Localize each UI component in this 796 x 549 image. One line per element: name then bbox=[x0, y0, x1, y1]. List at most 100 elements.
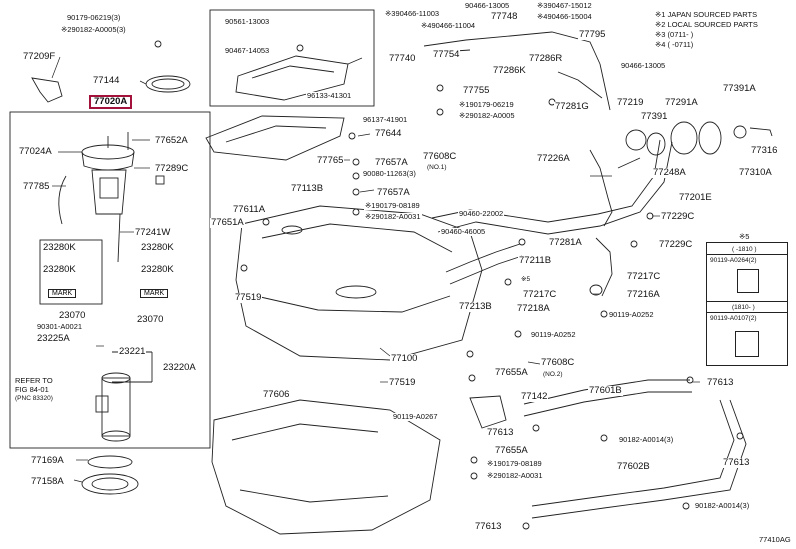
part-label[interactable]: 77217C bbox=[626, 271, 662, 282]
part-label[interactable]: 90182-A0014(3) bbox=[618, 435, 675, 444]
part-label[interactable]: 90301-A0021 bbox=[36, 322, 84, 331]
part-label[interactable]: 96137-41901 bbox=[362, 115, 409, 124]
part-label[interactable]: 77169A bbox=[30, 455, 65, 466]
part-label[interactable]: ※490466-11004 bbox=[420, 21, 477, 30]
part-label[interactable]: 90179-06219(3) bbox=[66, 13, 122, 22]
part-label[interactable]: 77286R bbox=[528, 53, 564, 64]
refer-fig-link[interactable]: FIG 84-01 bbox=[14, 385, 50, 394]
part-label[interactable]: 77291A bbox=[664, 97, 699, 108]
part-label[interactable]: ※290182-A0005(3) bbox=[60, 25, 127, 34]
part-label[interactable]: 77657A bbox=[374, 157, 409, 168]
part-label[interactable]: 77241W bbox=[134, 227, 172, 238]
part-label[interactable]: 77219 bbox=[616, 97, 645, 108]
part-label[interactable]: 77613 bbox=[486, 427, 515, 438]
part-label[interactable]: 90466-13005 bbox=[464, 1, 511, 10]
part-label[interactable]: ※490466-15004 bbox=[536, 12, 593, 21]
part-label[interactable]: 77024A bbox=[18, 146, 53, 157]
part-label[interactable]: 23280K bbox=[140, 242, 175, 253]
part-label[interactable]: 23221 bbox=[118, 346, 147, 357]
part-label[interactable]: 77795 bbox=[578, 29, 607, 40]
part-label[interactable]: 77602B bbox=[616, 461, 651, 472]
part-label[interactable]: 77310A bbox=[738, 167, 773, 178]
part-label[interactable]: 77201E bbox=[678, 192, 713, 203]
part-label[interactable]: 77142 bbox=[520, 391, 549, 402]
part-label[interactable]: ※390466-11003 bbox=[384, 9, 441, 18]
part-label[interactable]: 23225A bbox=[36, 333, 71, 344]
part-label[interactable]: ※190179-08189 bbox=[486, 459, 543, 468]
part-label[interactable]: ※290182-A0005 bbox=[458, 111, 516, 120]
part-label[interactable]: 77213B bbox=[458, 301, 493, 312]
part-label[interactable]: 77651A bbox=[210, 217, 245, 228]
part-label[interactable]: 77613 bbox=[706, 377, 735, 388]
part-label[interactable]: 90119-A0252 bbox=[608, 310, 655, 319]
part-label[interactable]: ※190179-08189 bbox=[364, 201, 421, 210]
part-label[interactable]: 77218A bbox=[516, 303, 551, 314]
note-part[interactable]: 90119-A0107(2) bbox=[709, 315, 758, 322]
part-label[interactable]: 77606 bbox=[262, 389, 291, 400]
part-label[interactable]: 90460-22002 bbox=[458, 209, 505, 218]
part-label[interactable]: 90080-11263(3) bbox=[362, 169, 417, 178]
part-label[interactable]: 77657A bbox=[376, 187, 411, 198]
part-label[interactable]: 77608C bbox=[540, 357, 576, 368]
part-label[interactable]: 77655A bbox=[494, 367, 529, 378]
highlighted-part-label[interactable]: 77020A bbox=[89, 95, 133, 109]
part-label[interactable]: ※290182-A0031 bbox=[364, 212, 422, 221]
part-label[interactable]: 77754 bbox=[432, 49, 461, 60]
part-label[interactable]: 77229C bbox=[660, 211, 696, 222]
filter-inner-box bbox=[39, 239, 103, 305]
part-label[interactable]: 77229C bbox=[658, 239, 694, 250]
part-label[interactable]: 77613 bbox=[474, 521, 503, 532]
part-label[interactable]: 77765 bbox=[316, 155, 345, 166]
note-part[interactable]: 90119-A0264(2) bbox=[709, 257, 758, 264]
part-label[interactable]: 77316 bbox=[750, 145, 779, 156]
part-label[interactable]: 90182-A0014(3) bbox=[694, 501, 751, 510]
part-label[interactable]: 77391A bbox=[722, 83, 757, 94]
part-label[interactable]: 23070 bbox=[136, 314, 165, 325]
part-label[interactable]: 77652A bbox=[154, 135, 189, 146]
part-label[interactable]: 77209F bbox=[22, 51, 57, 62]
part-label[interactable]: 90119-A0252 bbox=[530, 330, 577, 339]
part-label[interactable]: 77611A bbox=[232, 204, 267, 215]
part-label[interactable]: 77519 bbox=[388, 377, 417, 388]
part-label[interactable]: 90119-A0267 bbox=[392, 412, 439, 421]
part-label[interactable]: 77100 bbox=[390, 353, 419, 364]
part-label[interactable]: 77608C bbox=[422, 151, 458, 162]
part-label[interactable]: 77519 bbox=[234, 292, 263, 303]
part-label[interactable]: 77644 bbox=[374, 128, 403, 139]
part-label[interactable]: 77113B bbox=[290, 183, 325, 194]
part-label[interactable]: ※390467-15012 bbox=[536, 1, 593, 10]
part-label[interactable]: ※190179-06219 bbox=[458, 100, 515, 109]
part-label[interactable]: 77286K bbox=[492, 65, 527, 76]
part-label[interactable]: 77216A bbox=[626, 289, 661, 300]
part-label[interactable]: 90561-13003 bbox=[224, 17, 271, 26]
strap-77602b bbox=[531, 399, 735, 507]
part-label[interactable]: 23280K bbox=[140, 264, 175, 275]
part-label[interactable]: 77601B bbox=[588, 385, 623, 396]
part-label[interactable]: 77211B bbox=[518, 255, 553, 266]
part-label[interactable]: 23280K bbox=[42, 264, 77, 275]
part-label[interactable]: 90467-14053 bbox=[224, 46, 271, 55]
part-label[interactable]: 77281G bbox=[554, 101, 590, 112]
part-label[interactable]: 77785 bbox=[22, 181, 51, 192]
part-label[interactable]: 90466-13005 bbox=[620, 61, 667, 70]
part-label[interactable]: 77248A bbox=[652, 167, 687, 178]
part-label[interactable]: 77281A bbox=[548, 237, 583, 248]
part-label[interactable]: 77158A bbox=[30, 476, 65, 487]
part-label[interactable]: 77655A bbox=[494, 445, 529, 456]
part-label[interactable]: 77226A bbox=[536, 153, 571, 164]
part-label[interactable]: 90460-46005 bbox=[440, 227, 487, 236]
part-label[interactable]: 77289C bbox=[154, 163, 190, 174]
part-label[interactable]: ※290182-A0031 bbox=[486, 471, 544, 480]
part-label[interactable]: 96133-41301 bbox=[306, 91, 353, 100]
part-label[interactable]: 77755 bbox=[462, 85, 491, 96]
part-label[interactable]: 77613 bbox=[722, 457, 751, 468]
part-label[interactable]: 77740 bbox=[388, 53, 417, 64]
part-label[interactable]: 23220A bbox=[162, 362, 197, 373]
part-label[interactable]: 77748 bbox=[490, 11, 519, 22]
part-label[interactable]: 77217C bbox=[522, 289, 558, 300]
part-label-note: (NO.1) bbox=[426, 164, 448, 171]
part-label[interactable]: 77391 bbox=[640, 111, 669, 122]
part-label[interactable]: 77144 bbox=[92, 75, 121, 86]
part-label[interactable]: 23280K bbox=[42, 242, 77, 253]
part-label[interactable]: 23070 bbox=[58, 310, 87, 321]
